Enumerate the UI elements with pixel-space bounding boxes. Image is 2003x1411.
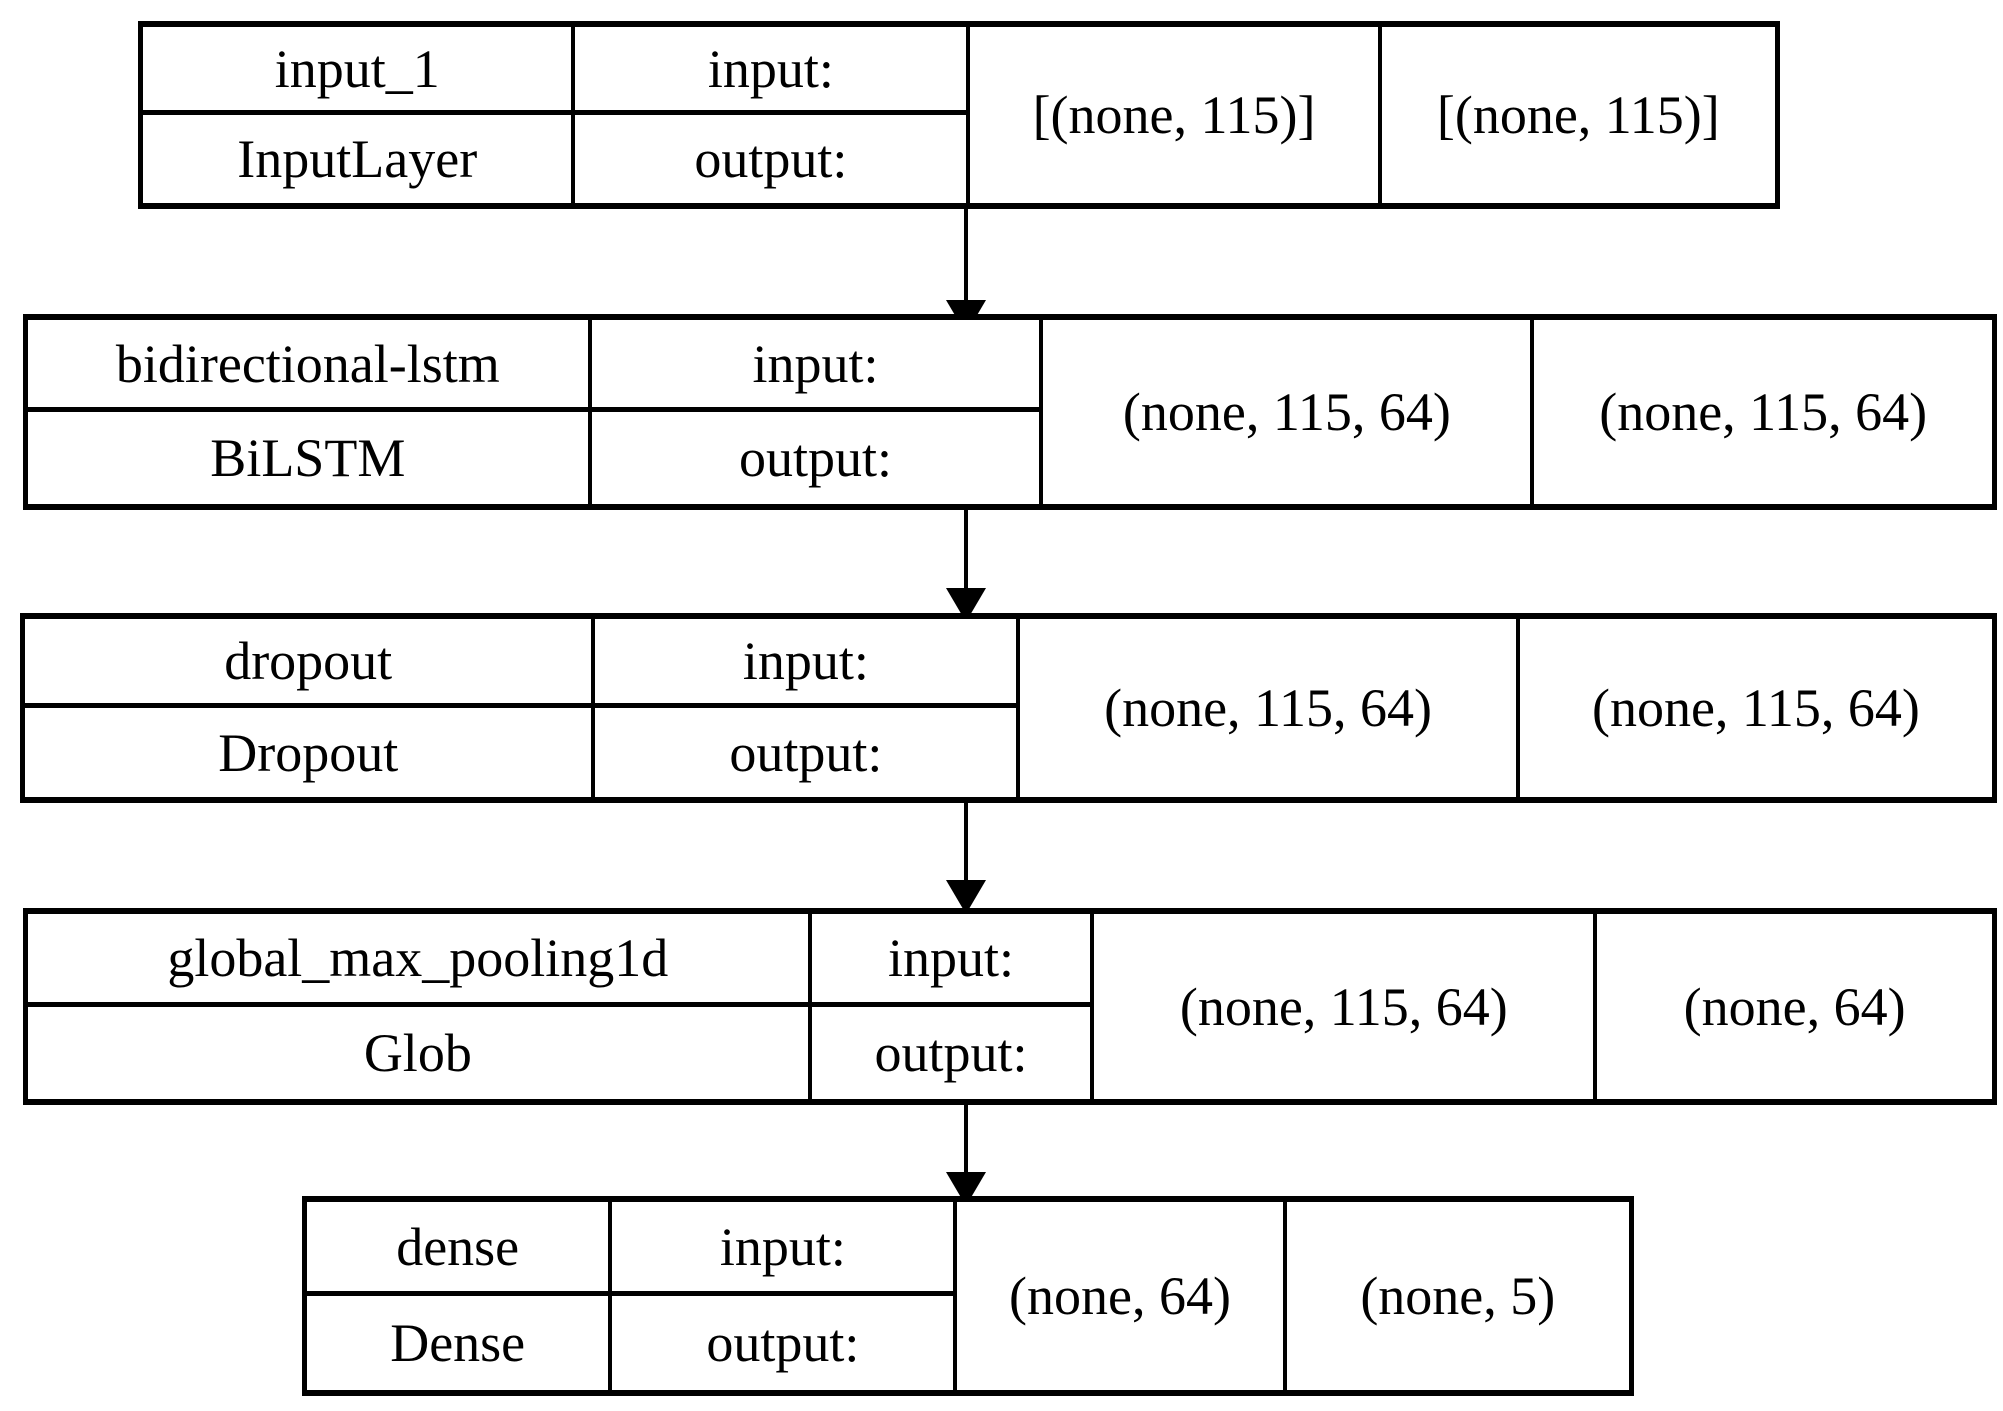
arrow-line — [964, 209, 968, 300]
arrow-line — [964, 803, 968, 880]
output-shape: [(none, 115)] — [1436, 85, 1720, 145]
input-label: input: — [595, 619, 1021, 708]
layer-type: InputLayer — [143, 115, 576, 203]
output-shape: (none, 115, 64) — [1591, 678, 1920, 738]
input-label: input: — [575, 27, 971, 115]
layer-node-dense: dense Dense input: output: (none, 64) (n… — [302, 1196, 1634, 1396]
output-label: output: — [595, 708, 1021, 797]
layer-node-dropout: dropout Dropout input: output: (none, 11… — [20, 613, 1997, 803]
connector-arrow-4 — [946, 1105, 986, 1206]
layer-name: dropout — [25, 619, 596, 708]
layer-type: Dropout — [25, 708, 596, 797]
layer-name: input_1 — [143, 27, 576, 115]
connector-arrow-2 — [946, 510, 986, 622]
input-shape: (none, 64) — [957, 1202, 1287, 1390]
input-label: input: — [612, 1202, 958, 1296]
layer-node-bidirectional-lstm: bidirectional-lstm BiLSTM input: output:… — [23, 314, 1997, 510]
connector-arrow-3 — [946, 803, 986, 914]
layer-node-global-max-pooling1d: global_max_pooling1d Glob input: output:… — [23, 908, 1997, 1105]
input-label: input: — [811, 914, 1095, 1007]
output-shape: (none, 115, 64) — [1599, 382, 1928, 442]
input-label: input: — [591, 320, 1044, 412]
output-shape: (none, 5) — [1360, 1266, 1556, 1326]
arrow-line — [964, 510, 968, 588]
output-shape: (none, 64) — [1683, 976, 1906, 1037]
layer-type: BiLSTM — [28, 412, 592, 504]
layer-node-input-1: input_1 InputLayer input: output: [(none… — [138, 21, 1780, 209]
layer-type: Dense — [307, 1296, 613, 1390]
layer-type: Glob — [28, 1006, 812, 1099]
arrow-line — [964, 1105, 968, 1172]
layer-name: dense — [307, 1202, 613, 1296]
layer-name: global_max_pooling1d — [28, 914, 812, 1007]
output-label: output: — [812, 1006, 1095, 1099]
output-label: output: — [612, 1296, 958, 1390]
input-shape: (none, 115, 64) — [1043, 320, 1535, 504]
input-shape: [(none, 115)] — [970, 27, 1382, 203]
layer-name: bidirectional-lstm — [28, 320, 592, 412]
input-shape: (none, 115, 64) — [1020, 619, 1520, 797]
output-label: output: — [575, 115, 971, 203]
output-label: output: — [592, 412, 1044, 504]
input-shape: (none, 115, 64) — [1094, 914, 1598, 1099]
